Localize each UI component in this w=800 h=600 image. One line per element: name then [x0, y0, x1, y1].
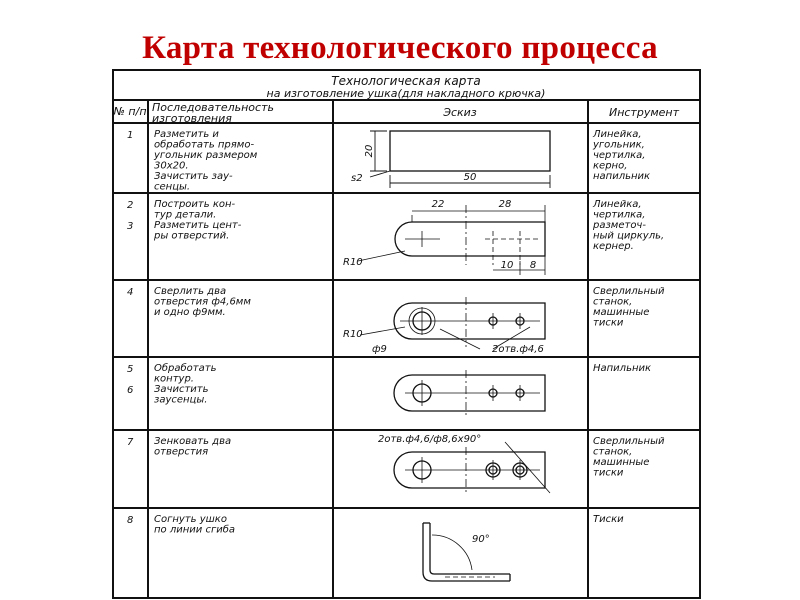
sketch-row-4 [359, 297, 546, 350]
operation-text: Обработать [154, 362, 217, 374]
tool-text: разметоч- [592, 220, 646, 231]
tool-text: кернер. [593, 241, 634, 252]
operation-text: сенцы. [154, 182, 190, 193]
dim-r8-angle: 90° [472, 534, 490, 545]
tool-text: Напильник [593, 363, 651, 374]
sketch-row-8 [422, 522, 511, 582]
operation-text: Разметить и [154, 129, 219, 140]
tool-text: Сверлильный [593, 286, 665, 297]
card-frame [112, 69, 701, 599]
operation-text: по линии сгиба [154, 524, 235, 536]
dim-r4-hole: ф9 [372, 344, 387, 355]
tool-text: Линейка, [592, 129, 642, 140]
operation-text: контур. [154, 374, 194, 385]
sketch-row-2 [357, 205, 546, 275]
dim-r1-height: 20 [364, 145, 375, 158]
tool-text: тиски [593, 468, 624, 479]
dim-r4-holes: 2отв.ф4,6 [492, 344, 544, 355]
row-number: 3 [127, 221, 133, 232]
operation-text: ры отверстий. [153, 231, 229, 242]
slide-title: Карта технологического процесса [142, 30, 658, 66]
tool-text: Сверлильный [593, 436, 665, 447]
operation-text: и одно ф9мм. [154, 307, 226, 318]
tool-text: тиски [593, 318, 624, 329]
operation-text: заусенцы. [154, 395, 207, 406]
card-title-line2: на изготовление ушка(для накладного крюч… [267, 87, 546, 100]
tool-text: Тиски [593, 514, 624, 525]
sketch-row-7 [393, 441, 551, 495]
operation-text: Зенковать два [154, 436, 231, 447]
operation-text: Разметить цент- [154, 220, 242, 231]
operation-text: обработать прямо- [154, 139, 254, 151]
operation-text: Зачистить [154, 384, 209, 395]
sketch-row-1 [369, 130, 551, 188]
row-number: 5 [127, 364, 133, 375]
operation-text: Сверлить два [154, 286, 226, 297]
technological-card: Технологическая карта на изготовление уш… [112, 69, 701, 599]
row-number: 4 [127, 287, 133, 298]
operation-text: Согнуть ушко [154, 514, 227, 525]
dim-r2-b: 8 [530, 260, 536, 271]
tool-text: чертилка, [593, 150, 645, 161]
tool-text: ный циркуль, [593, 231, 664, 242]
operation-text: отверстия ф4,6мм [154, 297, 251, 308]
dim-r1-thickness: s2 [351, 173, 363, 184]
operation-text: Построить кон- [154, 199, 236, 210]
row-number: 7 [127, 437, 134, 448]
dim-r2-a: 10 [501, 260, 514, 271]
tool-text: керно, [593, 161, 627, 172]
operation-text: угольник размером [153, 150, 258, 161]
tool-text: напильник [593, 171, 650, 182]
tool-text: чертилка, [593, 210, 645, 221]
tool-text: машинные [593, 307, 649, 318]
tool-text: угольник, [592, 140, 645, 151]
operation-text: Зачистить зау- [154, 171, 233, 182]
operation-text: тур детали. [154, 210, 216, 221]
dim-r4-radius: R10 [343, 329, 363, 340]
sketch-row-5 [393, 370, 546, 417]
header-sketch: Эскиз [442, 106, 477, 119]
row-number: 2 [127, 200, 133, 211]
operation-text: 30х20. [154, 161, 189, 172]
tool-text: станок, [593, 447, 632, 458]
dim-r1-width: 50 [464, 172, 477, 183]
row-number: 1 [127, 130, 133, 141]
operation-text: отверстия [154, 447, 208, 458]
dim-r2-radius: R10 [343, 257, 363, 268]
row-number: 8 [127, 515, 133, 526]
row-number: 6 [127, 385, 133, 396]
tool-text: Линейка, [592, 199, 642, 210]
dim-r2-right: 28 [499, 199, 512, 210]
header-tools: Инструмент [609, 106, 680, 119]
tool-text: станок, [593, 297, 632, 308]
dim-r2-left: 22 [432, 199, 445, 210]
header-num: № п/п [112, 105, 146, 118]
dim-r7-note: 2отв.ф4,6/ф8,6х90° [378, 434, 481, 445]
header-ops: Последовательность изготовления [152, 101, 277, 125]
tool-text: машинные [593, 457, 649, 468]
card-title-line1: Технологическая карта [331, 74, 480, 88]
